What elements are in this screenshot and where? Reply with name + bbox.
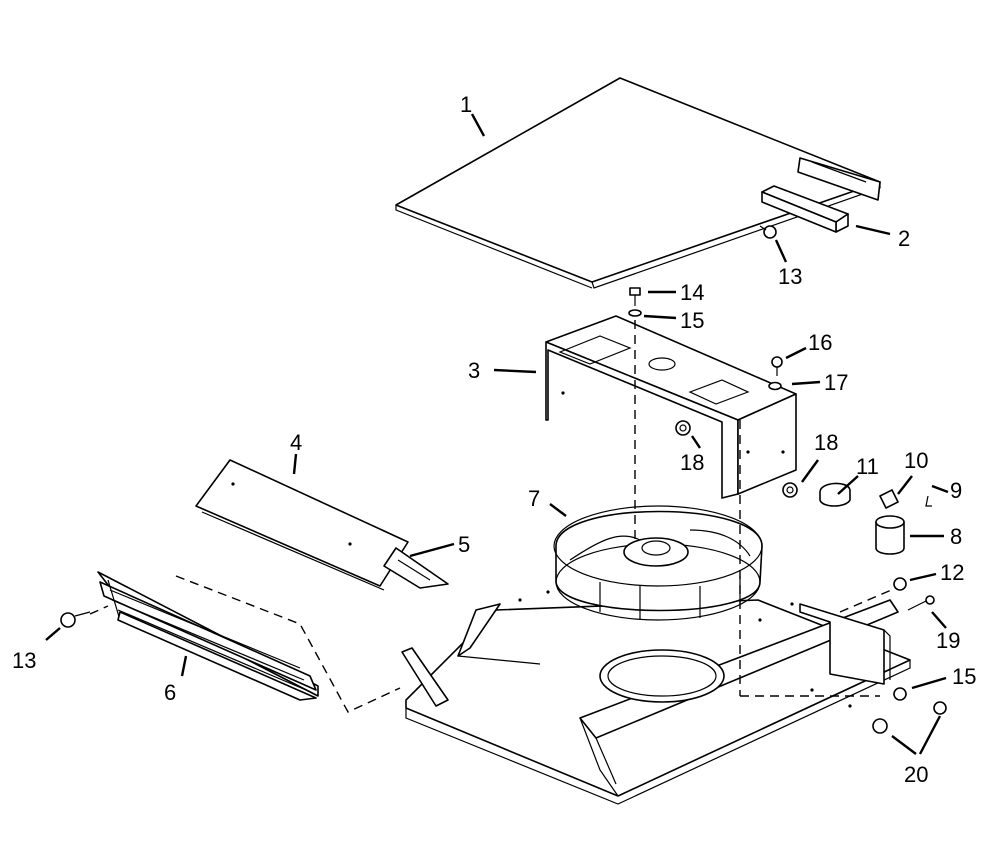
part-3-bracket — [545, 315, 797, 499]
callout-11: 11 — [856, 454, 879, 479]
callout-3: 3 — [468, 358, 480, 383]
callout-2: 2 — [898, 226, 910, 251]
part-15-washer-bottom — [893, 687, 907, 701]
base-pan — [401, 590, 911, 805]
leader-lines — [45, 113, 949, 755]
callout-20: 20 — [904, 762, 928, 787]
part-9-pin — [925, 495, 932, 507]
callout-1: 1 — [460, 92, 472, 117]
part-14-screw — [629, 287, 641, 306]
callout-14: 14 — [680, 280, 704, 305]
part-8-capacitor — [875, 515, 905, 555]
part-1-top-cover — [395, 77, 881, 289]
part-20-screw-a — [933, 701, 947, 715]
callout-9: 9 — [950, 478, 962, 503]
part-6-grille — [97, 571, 319, 701]
part-5-clip — [383, 547, 449, 589]
callout-6: 6 — [164, 680, 176, 705]
callout-7: 7 — [528, 486, 540, 511]
part-7-blower-wheel — [553, 505, 763, 621]
part-17-nut — [768, 381, 782, 391]
callout-18-left: 18 — [680, 450, 704, 475]
part-10-clip — [879, 489, 899, 509]
part-20-screw-b — [872, 718, 888, 734]
callout-12: 12 — [940, 560, 964, 585]
callout-15-top: 15 — [680, 308, 704, 333]
callout-5: 5 — [458, 532, 470, 557]
callout-13-top: 13 — [778, 264, 802, 289]
part-12-nut — [893, 577, 907, 591]
part-15-washer-top — [628, 309, 642, 317]
part-2-bar — [761, 185, 849, 233]
assembly-lines — [89, 320, 897, 713]
callout-17: 17 — [824, 370, 848, 395]
part-4-deflector — [195, 459, 409, 591]
part-18-grommet-b — [782, 482, 798, 498]
callout-10: 10 — [904, 448, 928, 473]
callout-18-right: 18 — [814, 430, 838, 455]
callout-13-left: 13 — [12, 648, 36, 673]
callout-15-bottom: 15 — [952, 664, 976, 689]
part-13-screw-left — [60, 611, 91, 628]
callout-4: 4 — [290, 430, 302, 455]
part-16-screw — [771, 356, 783, 376]
part-19-bolt — [907, 595, 935, 611]
callout-16: 16 — [808, 330, 832, 355]
callout-8: 8 — [950, 524, 962, 549]
callout-labels: 1 2 13 14 15 3 16 17 4 18 18 11 10 9 7 5… — [12, 92, 976, 787]
callout-19: 19 — [936, 628, 960, 653]
part-18-grommet-a — [675, 420, 691, 436]
part-13-screw-top — [759, 225, 777, 239]
